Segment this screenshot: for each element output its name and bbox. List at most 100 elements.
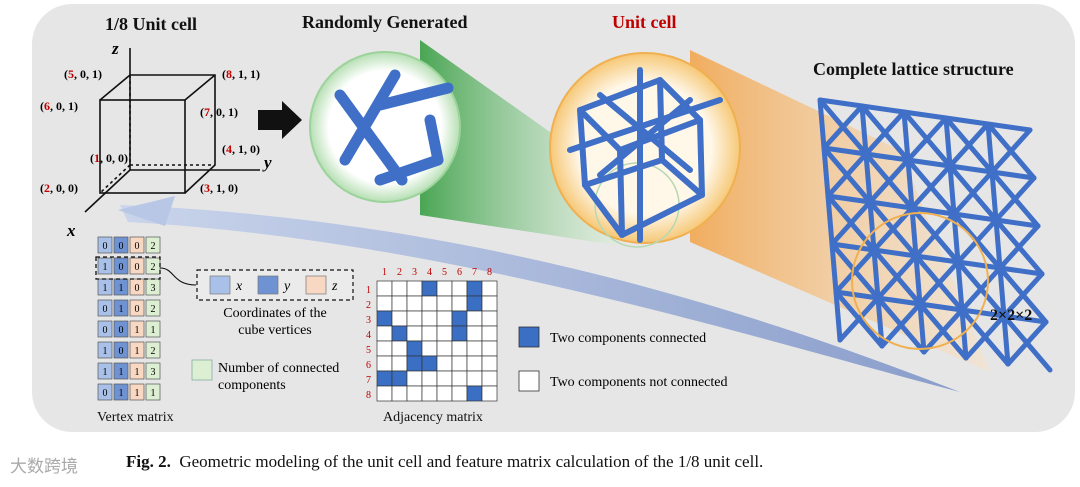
lattice-strut xyxy=(905,157,915,211)
vertex-cell xyxy=(113,278,129,296)
vertex-cell-value: 1 xyxy=(151,325,156,336)
lattice-strut xyxy=(833,289,843,343)
unit-cell-struts xyxy=(567,67,723,243)
lattice-strut xyxy=(985,121,1033,133)
lattice-strut xyxy=(829,241,839,295)
lattice-strut xyxy=(943,115,991,127)
vertex-cell-value: 1 xyxy=(103,367,108,378)
unit-cell-strut xyxy=(577,107,623,153)
vertex-cell xyxy=(113,257,129,275)
lattice-strut xyxy=(917,301,965,313)
lattice-strut xyxy=(829,241,877,253)
lattice-strut xyxy=(909,205,957,217)
lattice-strut xyxy=(821,145,869,157)
adj-cell xyxy=(376,355,393,372)
lattice-strut xyxy=(875,253,919,301)
lattice-strut xyxy=(863,151,911,163)
lattice-strut xyxy=(821,103,865,151)
lattice-strut xyxy=(921,307,965,355)
lattice-strut xyxy=(825,193,835,247)
adj-cell xyxy=(481,325,498,342)
vertex-label-8: (8, 1, 1) xyxy=(222,67,260,81)
vertex-cell-value: 0 xyxy=(135,304,140,315)
vertex-cell xyxy=(97,236,113,254)
unit-cell-strut xyxy=(597,92,693,173)
adj-cell xyxy=(421,370,438,387)
lattice-strut xyxy=(989,127,1033,175)
adj-cell xyxy=(481,385,498,402)
lattice-strut xyxy=(863,109,907,157)
adj-cell xyxy=(406,385,423,402)
adj-cell xyxy=(436,385,453,402)
lattice-strut xyxy=(997,265,1045,277)
adj-cell xyxy=(436,310,453,327)
lattice-strut xyxy=(875,295,923,307)
axis-x-label: x xyxy=(66,221,76,240)
vertex-label-1: (1, 0, 0) xyxy=(90,151,128,165)
lattice-strut xyxy=(959,265,1003,313)
vertex-cell-value: 2 xyxy=(151,241,156,252)
adj-cell xyxy=(466,280,483,297)
lattice-strut xyxy=(1001,271,1045,319)
adj-cell xyxy=(421,355,438,372)
count-legend-line2: components xyxy=(218,378,286,393)
adj-row-header: 2 xyxy=(366,300,371,311)
coord-label-x: x xyxy=(235,279,243,294)
count-legend-swatch xyxy=(191,359,213,381)
lattice-strut xyxy=(825,151,869,199)
lattice-strut xyxy=(993,217,1003,271)
vertex-matrix-label: Vertex matrix xyxy=(97,410,174,425)
adj-cell xyxy=(391,280,408,297)
count-legend-line1: Number of connected xyxy=(218,361,339,376)
lattice-strut xyxy=(829,199,873,247)
unit-cell-strut xyxy=(577,77,663,113)
coord-caption-line2: cube vertices xyxy=(238,323,311,338)
adj-cell xyxy=(421,325,438,342)
vertex-cell-value: 1 xyxy=(135,346,140,357)
adj-cell xyxy=(481,340,498,357)
adj-cell xyxy=(436,325,453,342)
adj-cell xyxy=(451,280,468,297)
adj-cell xyxy=(391,370,408,387)
vertex-label-7: (7, 0, 1) xyxy=(200,105,238,119)
vertex-cell-value: 1 xyxy=(103,283,108,294)
lattice-title: Complete lattice structure xyxy=(813,59,1014,79)
vertex-cell-value: 0 xyxy=(135,262,140,273)
adj-cell xyxy=(466,325,483,342)
unit-cell-strut xyxy=(659,157,705,198)
vertex-cell-value: 0 xyxy=(119,241,124,252)
lattice-strut xyxy=(955,259,965,313)
adj-row-header: 4 xyxy=(366,330,371,341)
vertex-cell xyxy=(145,383,161,401)
unit-cell-strut xyxy=(617,147,625,238)
unit-cell-strut xyxy=(567,97,723,153)
lattice-strut xyxy=(821,145,831,199)
vertex-cell-value: 1 xyxy=(119,367,124,378)
adj-cell xyxy=(451,355,468,372)
vertex-cell-value: 1 xyxy=(135,388,140,399)
random-struts xyxy=(334,69,454,186)
vertex-cell-value: 0 xyxy=(135,283,140,294)
vertex-cell xyxy=(113,299,129,317)
lattice-strut xyxy=(859,103,869,157)
vertex-cell xyxy=(97,362,113,380)
adj-cell xyxy=(421,280,438,297)
vertex-cell-value: 3 xyxy=(151,283,156,294)
highlight-connector xyxy=(159,267,197,286)
lattice-strut xyxy=(833,289,881,301)
lattice-strut xyxy=(1001,313,1049,325)
lattice-strut xyxy=(867,157,911,205)
adj-col-header: 1 xyxy=(382,267,387,278)
adj-cell xyxy=(451,310,468,327)
vertex-cell-value: 0 xyxy=(135,241,140,252)
adjacency-label: Adjacency matrix xyxy=(383,410,483,425)
vertex-cell-value: 0 xyxy=(119,346,124,357)
adj-cell xyxy=(391,340,408,357)
vertex-cell-value: 1 xyxy=(103,262,108,273)
lattice-zoom-circle xyxy=(851,212,989,350)
lattice-strut xyxy=(947,163,957,217)
adj-col-header: 6 xyxy=(457,267,462,278)
